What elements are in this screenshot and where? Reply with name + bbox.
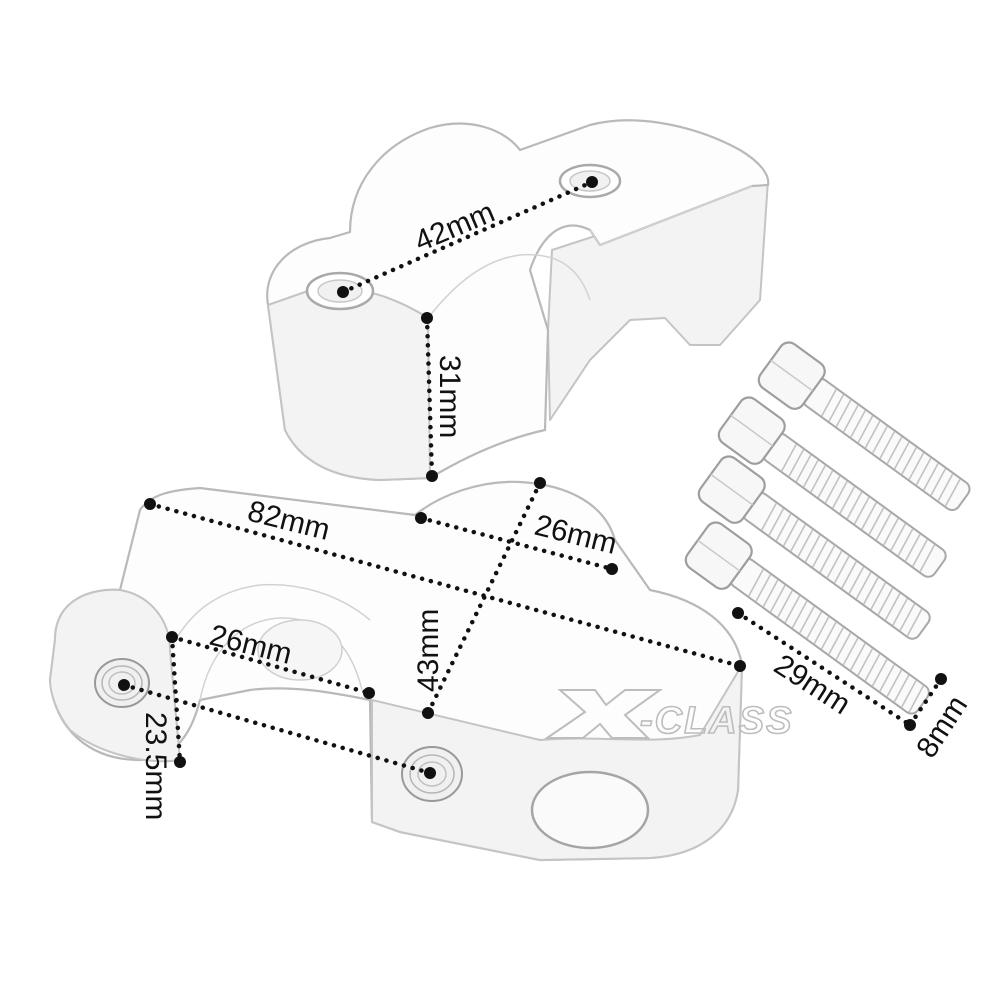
bolt [717, 396, 947, 578]
label-23-5mm: 23.5mm [139, 712, 172, 820]
bolt [684, 521, 930, 715]
brand-watermark: -CLASS [543, 689, 793, 743]
label-31mm: 31mm [433, 355, 466, 438]
base-clamp [48, 480, 744, 862]
bolt [757, 341, 971, 512]
bolt [697, 455, 931, 640]
dimension-points [118, 176, 947, 779]
dimension-lines [121, 179, 944, 776]
label-43mm: 43mm [412, 609, 445, 692]
watermark-text: -CLASS [640, 700, 793, 742]
top-clamp [266, 119, 770, 482]
bolts [684, 341, 971, 715]
